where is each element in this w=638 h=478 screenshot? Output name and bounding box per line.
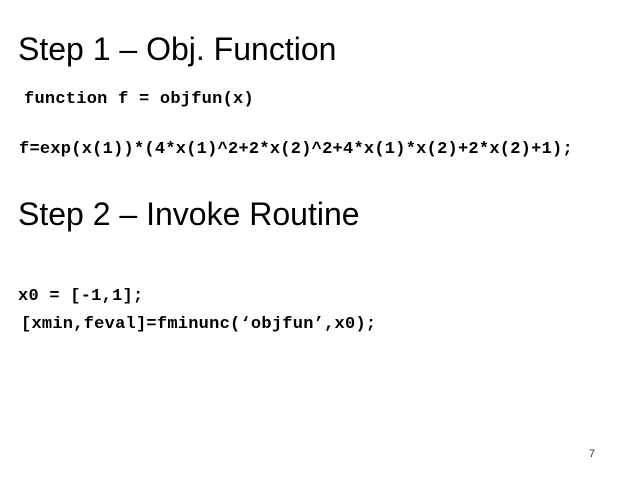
step2-heading: Step 2 – Invoke Routine [18,196,360,232]
step1-code-objective-expression: f=exp(x(1))*(4*x(1)^2+2*x(2)^2+4*x(1)*x(… [19,140,573,159]
step2-code-fminunc-call: [xmin,feval]=fminunc(‘objfun’,x0); [21,315,377,334]
step1-heading: Step 1 – Obj. Function [18,31,337,67]
step1-code-function-definition: function f = objfun(x) [24,90,254,109]
step2-code-initial-point: x0 = [-1,1]; [18,287,144,306]
page-number: 7 [589,448,596,460]
